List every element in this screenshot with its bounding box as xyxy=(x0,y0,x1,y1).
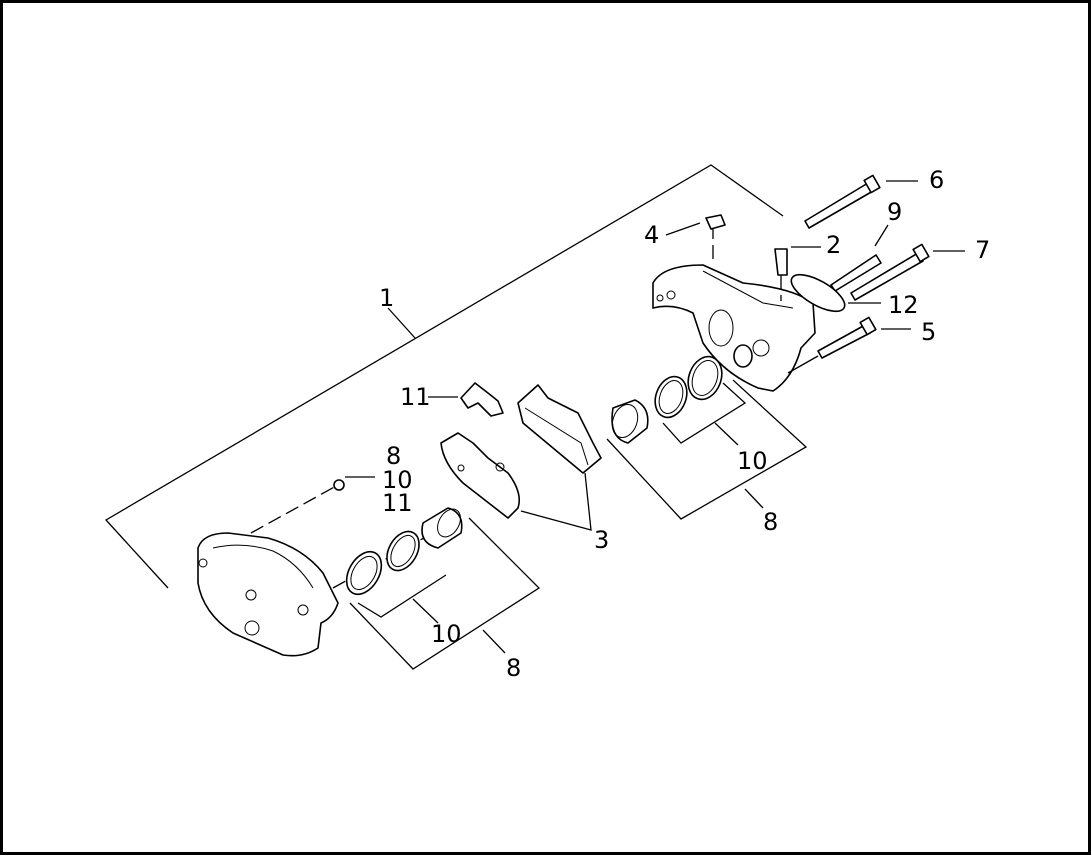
callout-10: 10 xyxy=(737,447,768,475)
bracket-8-right xyxy=(606,379,808,520)
pin-4 xyxy=(705,214,726,230)
callout-4: 4 xyxy=(644,221,659,249)
right-seals-piston xyxy=(611,355,723,444)
callout-1: 1 xyxy=(379,284,394,312)
leader-3 xyxy=(520,472,592,531)
callout-6: 6 xyxy=(929,166,944,194)
bracket-1 xyxy=(104,164,784,589)
bolt-5 xyxy=(817,316,877,359)
callout-7: 7 xyxy=(975,236,990,264)
axis-line xyxy=(250,484,339,534)
diagram-canvas: 1 2 3 4 5 6 7 8 8 8 9 10 10 10 11 11 12 xyxy=(104,164,990,682)
callout-3: 3 xyxy=(594,526,609,554)
bolt-7 xyxy=(850,243,930,301)
callout-12: 12 xyxy=(888,291,919,319)
bleeder-cap xyxy=(333,479,345,491)
callout-8: 8 xyxy=(386,442,401,470)
callout-10: 10 xyxy=(431,620,462,648)
leader-1 xyxy=(387,307,416,339)
brake-pads xyxy=(440,384,602,519)
callout-8: 8 xyxy=(506,654,521,682)
callout-5: 5 xyxy=(921,318,936,346)
bracket-10-right xyxy=(662,382,747,444)
callout-11: 11 xyxy=(382,489,413,517)
pad-clip xyxy=(460,382,504,417)
callout-2: 2 xyxy=(826,231,841,259)
bleeder-screw-2 xyxy=(774,248,788,276)
inner-caliper-half xyxy=(652,264,816,392)
outer-caliper-half xyxy=(197,532,339,657)
bolt-6 xyxy=(804,174,881,229)
bracket-8-left xyxy=(349,517,541,670)
pin-boot-12 xyxy=(790,273,846,313)
callout-8: 8 xyxy=(763,508,778,536)
callout-9: 9 xyxy=(887,198,902,226)
callout-10: 10 xyxy=(382,466,413,494)
callout-11: 11 xyxy=(400,383,431,411)
left-seals-piston xyxy=(345,507,463,596)
bracket-10-left xyxy=(357,574,447,618)
